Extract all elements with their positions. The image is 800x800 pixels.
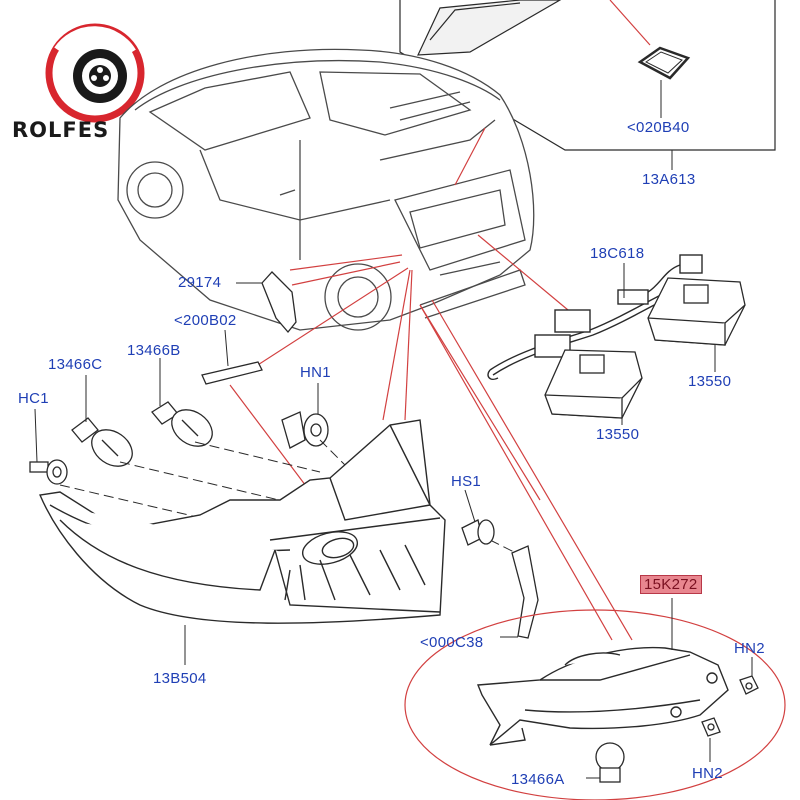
label-13A613: 13A613 xyxy=(642,171,696,188)
bulb-13466B xyxy=(151,401,213,447)
label-15K272-highlighted: 15K272 xyxy=(640,575,702,594)
inset-frame xyxy=(399,0,776,151)
clip-HC1 xyxy=(29,459,68,485)
bulb-13466A xyxy=(595,742,625,783)
leader-lines xyxy=(229,127,633,641)
reflector-000C38 xyxy=(511,545,539,639)
reflector-29174 xyxy=(261,271,297,334)
label-13466C: 13466C xyxy=(48,356,103,373)
fog-lamp-15K272 xyxy=(476,646,729,746)
label-HN2-upper: HN2 xyxy=(734,640,765,657)
label-13466A: 13466A xyxy=(511,771,565,788)
label-13B504: 13B504 xyxy=(153,670,207,687)
label-HS1: HS1 xyxy=(451,473,482,490)
license-lamp-13550-lower xyxy=(544,349,643,419)
label-18C618: 18C618 xyxy=(590,245,645,262)
highlight-ellipse xyxy=(404,609,786,800)
label-000C38: <000C38 xyxy=(420,634,484,651)
brand-name: ROLFES xyxy=(12,118,110,142)
nut-HN1 xyxy=(281,411,329,449)
label-13550-upper: 13550 xyxy=(688,373,732,390)
label-020B40: <020B40 xyxy=(627,119,690,136)
rear-fog-lamp-13B504 xyxy=(38,419,446,624)
label-HN2-lower: HN2 xyxy=(692,765,723,782)
nut-HN2-upper xyxy=(739,675,759,695)
inset-handle-part xyxy=(417,0,562,56)
screw-HS1 xyxy=(461,519,495,546)
license-lamp-13550-upper xyxy=(647,277,746,346)
label-HN1: HN1 xyxy=(300,364,331,381)
seal-gasket-020B40 xyxy=(637,46,691,118)
label-13466B: 13466B xyxy=(127,342,181,359)
label-200B02: <200B02 xyxy=(174,312,237,329)
reflector-strip-200B02 xyxy=(201,361,263,385)
label-29174: 29174 xyxy=(178,274,222,291)
label-13550-lower: 13550 xyxy=(596,426,640,443)
rolfes-logo xyxy=(45,23,145,123)
vehicle-illustration xyxy=(117,48,535,331)
bulb-13466C xyxy=(71,417,133,467)
label-HC1: HC1 xyxy=(18,390,49,407)
nut-HN2-lower xyxy=(701,717,721,737)
